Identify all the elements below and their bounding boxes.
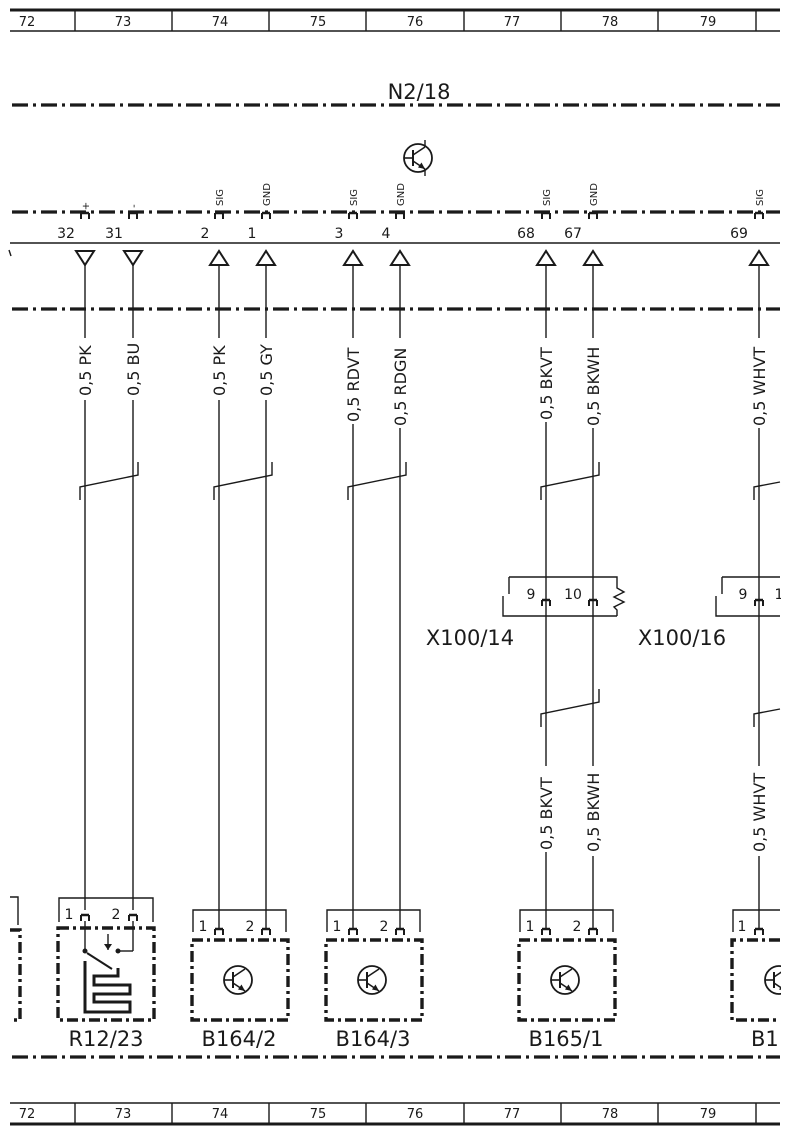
module-pins: + 32 - 31 SIG 2 GND 1 SIG 3	[8, 183, 770, 267]
svg-text:GND: GND	[589, 183, 600, 206]
svg-text:1: 1	[199, 919, 208, 935]
wire-label: 0,5 PK	[210, 345, 229, 396]
svg-text:SIG: SIG	[755, 189, 766, 206]
partial-component-left	[10, 896, 22, 1022]
svg-text:1: 1	[738, 919, 747, 935]
grid-cell: 78	[602, 15, 619, 30]
svg-text:2: 2	[201, 226, 210, 242]
grid-cell: 72	[19, 1107, 36, 1122]
wire-label: 0,5 BU	[124, 343, 143, 396]
component-label: B164/2	[202, 1027, 277, 1051]
component-b165-1: 1 2 B165/1	[517, 909, 617, 1051]
svg-text:1: 1	[248, 226, 257, 242]
component-b1-partial: 1 B1	[730, 909, 789, 1051]
svg-text:2: 2	[380, 919, 389, 935]
connector-x100-14: 9 10 X100/14	[426, 576, 626, 650]
wire-labels-upper: 0,5 PK 0,5 BU 0,5 PK 0,5 GY 0,5 RDVT 0,5…	[76, 338, 769, 428]
svg-text:4: 4	[382, 226, 391, 242]
transistor-icon	[357, 965, 387, 995]
pin-1: GND 1	[248, 183, 277, 266]
grid-cell: 75	[310, 1107, 327, 1122]
component-r12-23: 1 2 R12/23	[56, 897, 156, 1051]
grid-cell: 77	[504, 15, 521, 30]
wire-label: 0,5 WHVT	[750, 347, 769, 426]
pin-31: - 31	[105, 204, 144, 267]
grid-cell: 78	[602, 1107, 619, 1122]
wire-label: 0,5 BKVT	[537, 347, 556, 420]
wire-label: 0,5 PK	[76, 345, 95, 396]
module-n2-18: N2/18	[10, 80, 780, 311]
svg-text:GND: GND	[396, 183, 407, 206]
transistor-icon	[403, 140, 433, 176]
grid-cell: 72	[19, 15, 36, 30]
svg-text:+: +	[81, 202, 92, 210]
transistor-icon	[550, 965, 580, 995]
svg-text:9: 9	[739, 587, 748, 603]
wire-label: 0,5 WHVT	[750, 773, 769, 852]
svg-text:-: -	[129, 204, 140, 208]
twisted-pair-markers	[79, 462, 781, 727]
svg-text:10: 10	[564, 587, 582, 603]
svg-text:2: 2	[246, 919, 255, 935]
grid-cell: 75	[310, 15, 327, 30]
grid-cell: 76	[407, 1107, 424, 1122]
svg-text:SIG: SIG	[542, 189, 553, 206]
svg-text:1: 1	[526, 919, 535, 935]
module-title: N2/18	[388, 80, 451, 104]
wire-label: 0,5 BKWH	[584, 347, 603, 426]
grid-cell: 74	[212, 15, 229, 30]
svg-text:2: 2	[573, 919, 582, 935]
pin-67: GND 67	[564, 183, 604, 266]
svg-text:9: 9	[527, 587, 536, 603]
svg-text:1: 1	[775, 587, 784, 603]
svg-text:67: 67	[564, 226, 582, 242]
wires	[84, 265, 760, 930]
pin-32: + 32	[57, 202, 96, 267]
connector-label: X100/16	[638, 626, 726, 650]
svg-text:1: 1	[65, 907, 74, 923]
component-b164-3: 1 2 B164/3	[324, 909, 424, 1051]
transistor-icon	[223, 965, 253, 995]
svg-text:1: 1	[333, 919, 342, 935]
grid-cell: 79	[700, 1107, 717, 1122]
svg-text:3: 3	[335, 226, 344, 242]
component-label: B1	[751, 1027, 779, 1051]
grid-cell: 76	[407, 15, 424, 30]
svg-text:2: 2	[112, 907, 121, 923]
grid-cell: 73	[115, 15, 132, 30]
svg-text:SIG: SIG	[215, 189, 226, 206]
component-label: B165/1	[529, 1027, 604, 1051]
component-b164-2: 1 2 B164/2	[190, 909, 290, 1051]
heater-switch-icon	[82, 921, 134, 1014]
pin-2: SIG 2	[201, 189, 230, 266]
wire-label: 0,5 RDGN	[391, 348, 410, 426]
connector-label: X100/14	[426, 626, 514, 650]
wire-label: 0,5 GY	[257, 344, 276, 396]
connector-x100-16: 9 1 X100/16	[638, 576, 784, 650]
grid-cell: 73	[115, 1107, 132, 1122]
grid-bottom: 72 73 74 75 76 77 78 79	[10, 1102, 780, 1126]
svg-text:GND: GND	[262, 183, 273, 206]
wire-label: 0,5 BKWH	[584, 773, 603, 852]
component-label: R12/23	[68, 1027, 143, 1051]
pin-68: SIG 68	[517, 189, 557, 266]
pin-3: SIG 3	[335, 189, 364, 266]
grid-cell: 79	[700, 15, 717, 30]
grid-cell: 77	[504, 1107, 521, 1122]
svg-text:SIG: SIG	[349, 189, 360, 206]
component-label: B164/3	[336, 1027, 411, 1051]
svg-text:69: 69	[730, 226, 748, 242]
wire-label: 0,5 BKVT	[537, 777, 556, 850]
svg-text:31: 31	[105, 226, 123, 242]
wire-label: 0,5 RDVT	[344, 347, 363, 422]
svg-text:68: 68	[517, 226, 535, 242]
grid-top: 72 73 74 75 76 77 78 79	[10, 8, 780, 32]
pin-4: GND 4	[382, 183, 411, 266]
grid-cell: 74	[212, 1107, 229, 1122]
pin-69: SIG 69	[730, 189, 770, 266]
wire-labels-lower: 0,5 BKVT 0,5 BKWH 0,5 WHVT	[537, 766, 769, 856]
svg-text:32: 32	[57, 226, 75, 242]
